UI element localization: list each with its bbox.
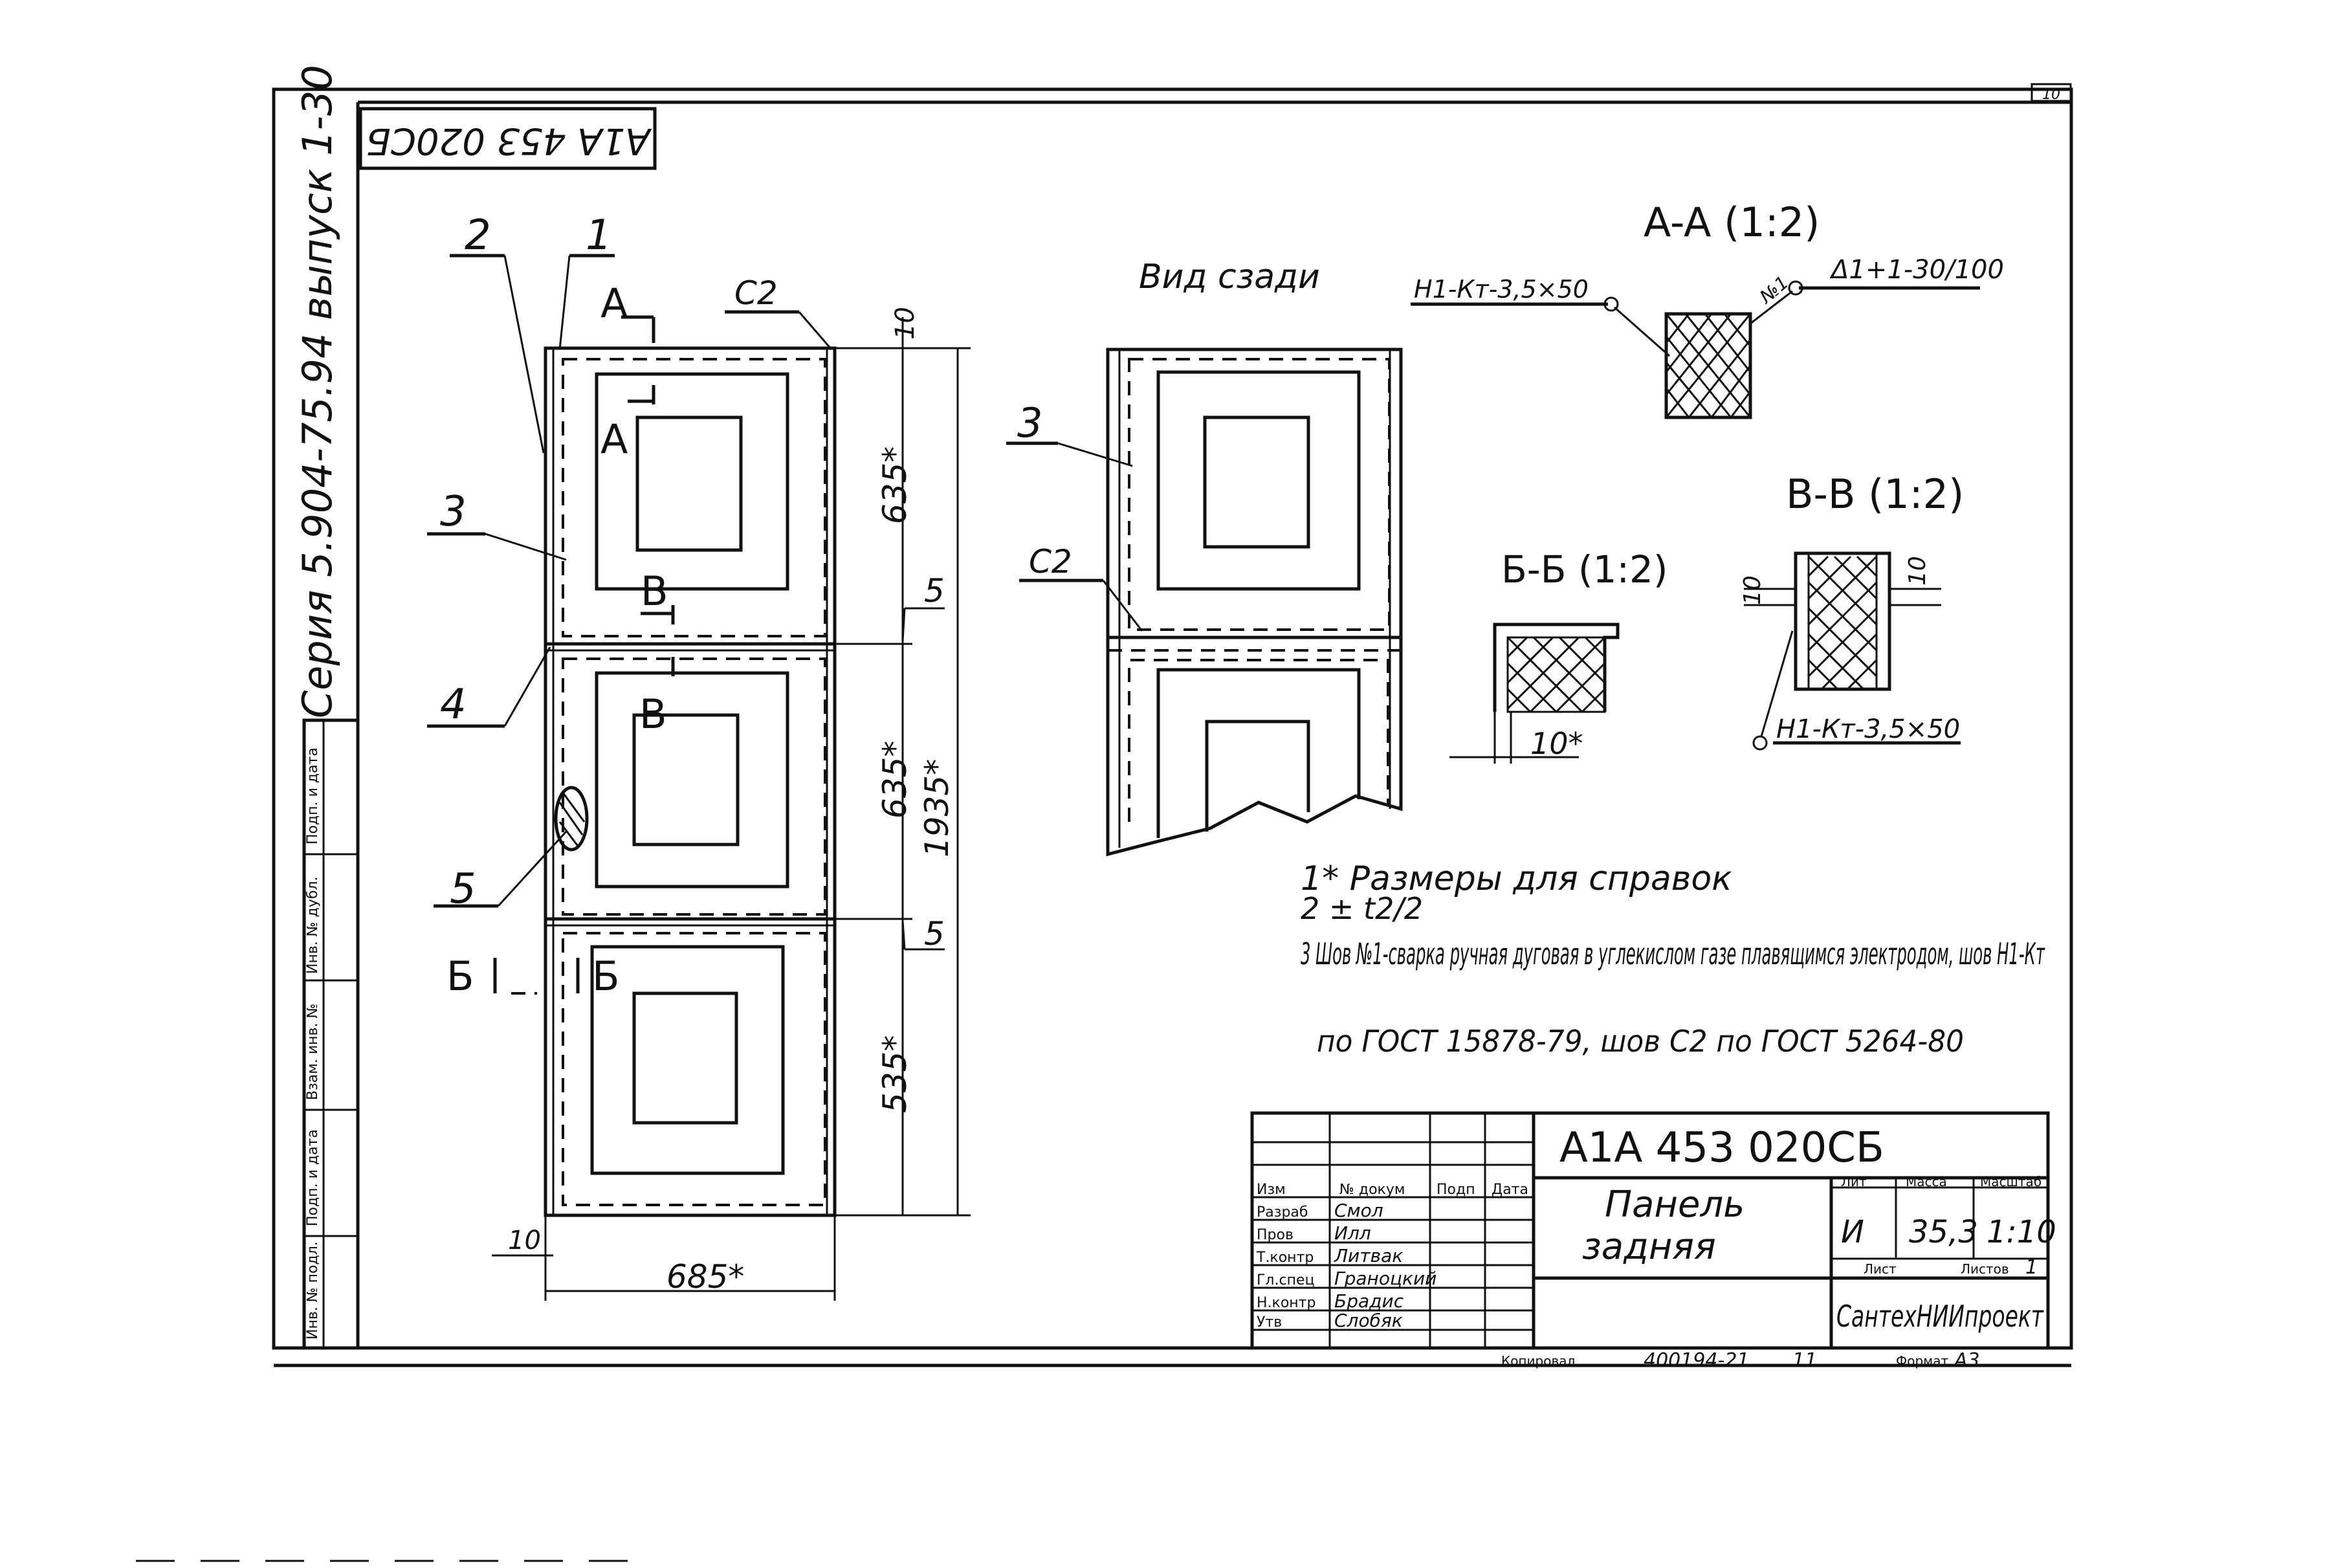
notes-block: 1* Размеры для справок 2 ± t2/2 3 Шов №1…	[1301, 859, 2045, 1059]
title-block: Изм № докум Подп Дата Разраб Смол Пров И…	[1250, 1111, 2056, 1372]
series-text: Серия 5.904-75.94 выпуск 1-30	[294, 65, 341, 718]
section-bb-title: Б-Б (1:2)	[1501, 547, 1668, 591]
aa-weld-number: №1	[1755, 272, 1793, 309]
sheet-corner-number: 10	[2042, 87, 2060, 103]
side-col-inv-dubl: Инв. № дубл.	[305, 876, 321, 974]
section-vv: В-В (1:2) 10 10 Н1-Кт-3,5×50	[1739, 470, 1964, 751]
tb-scale-label: Масштаб	[1980, 1174, 2042, 1189]
dim-1935: 1935*	[918, 759, 956, 857]
side-margin-table: Инв. № подл. Подп. и дата Взам. инв. № И…	[302, 718, 360, 1350]
pos-5-label-right-b: 5	[924, 915, 945, 953]
tb-role-1: Пров	[1257, 1227, 1294, 1243]
tb-role-0: Разраб	[1257, 1204, 1308, 1220]
tb-format-label: Формат	[1896, 1353, 1948, 1369]
dim-10-top: 10	[890, 307, 920, 340]
drawing-name-line2: задняя	[1582, 1226, 1716, 1268]
side-col-podp-2: Подп. и дата	[305, 747, 321, 845]
rotated-code-stamp: A1A 453 020СБ	[358, 107, 657, 170]
tb-doc-number-suffix: 11	[1792, 1349, 1817, 1372]
section-bb: Б-Б (1:2) 10*	[1449, 547, 1668, 764]
rear-view-title: Вид сзади	[1139, 258, 1320, 296]
drawing-code: A1A 453 020СБ	[1559, 1124, 1884, 1172]
cut-markers: A A B B Б Б	[446, 280, 675, 1000]
tb-sheets-label: Листов	[1961, 1261, 2009, 1277]
note-2: 2 ± t2/2	[1301, 891, 1423, 926]
tb-doc-number: 400194-21	[1644, 1349, 1750, 1372]
tb-header-podp: Подп	[1437, 1182, 1475, 1198]
note-3-line1: 3 Шов №1-сварка ручная дуговая в углекис…	[1301, 936, 2045, 971]
dim-535: 535*	[876, 1035, 914, 1113]
tb-name-5: Слобяк	[1334, 1310, 1403, 1331]
tb-name-0: Смол	[1334, 1200, 1383, 1221]
cut-bb-left: Б	[446, 953, 474, 1000]
dim-10-bottom: 10	[508, 1226, 541, 1255]
tb-lit-value: И	[1841, 1214, 1864, 1250]
rear-c2-label: С2	[1029, 543, 1072, 580]
tb-name-1: Илл	[1334, 1222, 1371, 1244]
rotated-code-text: A1A 453 020СБ	[366, 120, 652, 162]
pos-3-label: 3	[440, 488, 467, 536]
side-col-vzam: Взам. инв. №	[305, 1004, 321, 1100]
cut-bb-right: Б	[592, 953, 620, 1000]
dim-10-vv-right: 10	[1904, 556, 1931, 586]
tb-role-4: Н.контр	[1257, 1295, 1316, 1311]
dim-635-a: 635*	[876, 447, 914, 524]
tb-mass-value: 35,3	[1909, 1214, 1978, 1250]
tb-header-data: Дата	[1492, 1182, 1528, 1198]
tb-mass-label: Масса	[1906, 1174, 1947, 1189]
tb-name-2: Литвак	[1334, 1245, 1403, 1266]
aa-weld-left: Н1-Кт-3,5×50	[1414, 275, 1589, 304]
cut-b-bottom: B	[639, 690, 667, 738]
tb-scale-value: 1:10	[1987, 1214, 2056, 1250]
front-view-dimensions: 10 635* 635* 535* 1935* 685* 10	[492, 307, 971, 1301]
rear-pos-3-label: 3	[1017, 399, 1042, 447]
rear-view: Вид сзади 3 С2	[1006, 258, 1403, 857]
drawing-name-line1: Панель	[1605, 1184, 1745, 1226]
pos-1-label: 1	[586, 212, 612, 259]
tb-sheets-value: 1	[2025, 1256, 2038, 1279]
dim-635-b: 635*	[876, 741, 914, 819]
cut-a-top: A	[600, 280, 628, 327]
position-callouts-front: 2 1 С2 3 4 5 5 5	[427, 212, 945, 953]
section-aa: A-A (1:2) Н1-Кт-3,5×50 Δ1+1-30/100 №1	[1411, 199, 2004, 419]
note-3-line2: по ГОСТ 15878-79, шов С2 по ГОСТ 5264-80	[1317, 1024, 1964, 1059]
section-vv-title: В-В (1:2)	[1786, 470, 1964, 518]
cut-a-bottom: A	[600, 415, 628, 463]
pos-4-label: 4	[440, 681, 467, 729]
dim-685: 685*	[666, 1258, 744, 1296]
tb-format-value: А3	[1953, 1349, 1980, 1372]
tb-role-2: Т.контр	[1256, 1250, 1314, 1266]
tb-role-5: Утв	[1257, 1314, 1282, 1331]
note-1: 1* Размеры для справок	[1301, 859, 1732, 898]
tb-header-ndoc: № докум	[1339, 1182, 1405, 1198]
aa-weld-right: Δ1+1-30/100	[1829, 255, 2004, 285]
tb-copied-label: Копировал	[1501, 1353, 1575, 1369]
side-col-podp-1: Подп. и дата	[305, 1129, 321, 1226]
front-view-panel	[544, 346, 837, 1217]
tb-role-3: Гл.спец	[1257, 1272, 1314, 1288]
dim-10-bb: 10*	[1530, 726, 1583, 761]
tb-header-izm: Изм	[1257, 1182, 1286, 1198]
tb-name-4: Брадис	[1334, 1290, 1404, 1312]
c2-label-front: С2	[734, 274, 778, 312]
tb-org: СантехНИИпроект	[1836, 1299, 2044, 1334]
tb-sheet-label: Лист	[1864, 1261, 1897, 1277]
section-aa-title: A-A (1:2)	[1644, 199, 1820, 246]
vv-weld-mark: Н1-Кт-3,5×50	[1776, 714, 1960, 744]
pos-2-label: 2	[465, 212, 491, 259]
tb-name-3: Граноцкий	[1334, 1268, 1437, 1289]
dim-10-vv-left: 10	[1739, 575, 1766, 605]
cut-b-top: B	[641, 568, 668, 615]
tb-lit-label: Лит	[1841, 1174, 1867, 1189]
side-col-inv-podl: Инв. № подл.	[305, 1241, 321, 1340]
pos-5-label-right-a: 5	[924, 572, 945, 610]
